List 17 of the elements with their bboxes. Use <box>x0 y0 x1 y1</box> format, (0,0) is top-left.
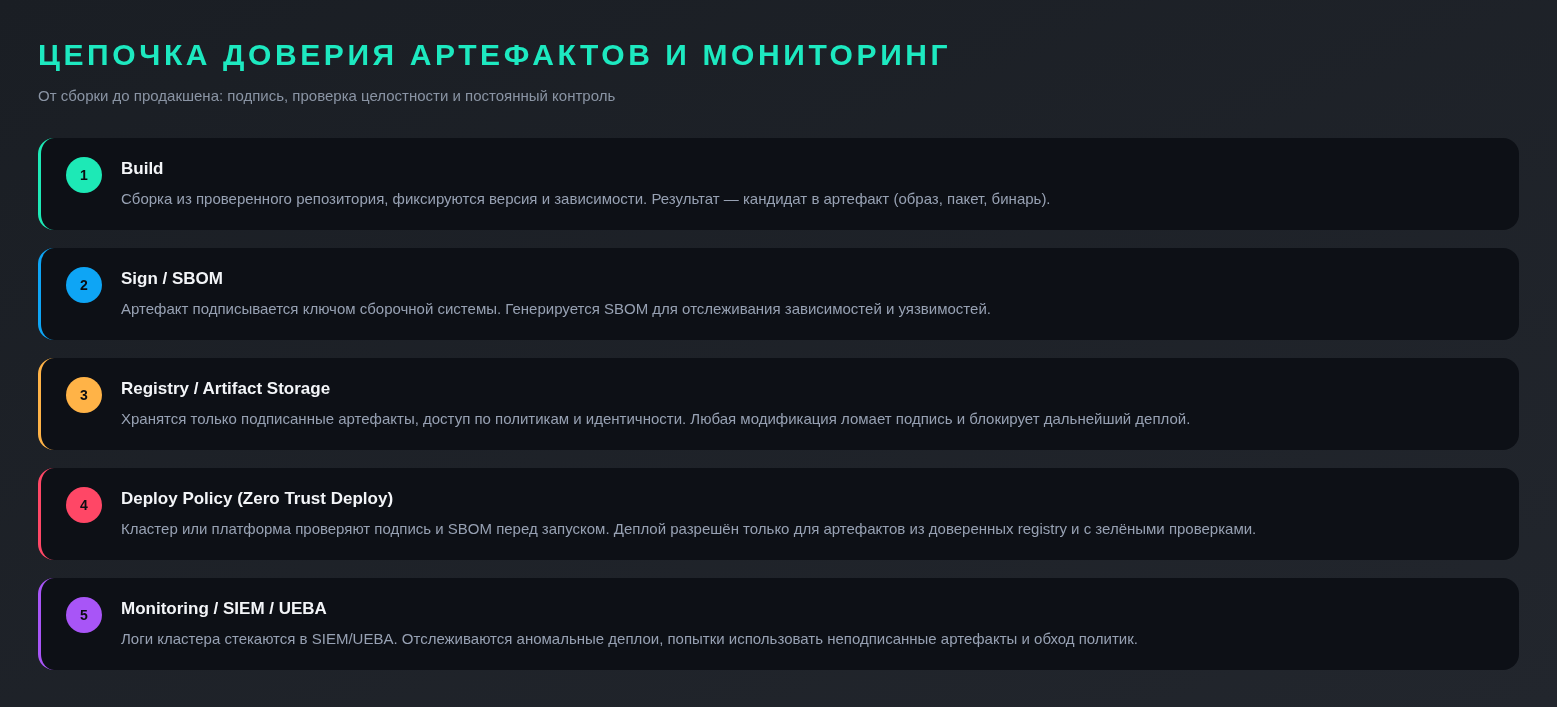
step-description: Артефакт подписывается ключом сборочной системы. Генерируется SBOM для отслеживания зависимостей и уязвимостей. <box>121 299 991 319</box>
step-title: Monitoring / SIEM / UEBA <box>121 598 327 620</box>
step-card <box>38 578 1519 670</box>
step-description: Кластер или платформа проверяют подпись и SBOM перед запуском. Деплой разрешён только для артефактов из доверенных registry и с зелёными проверками. <box>121 519 1257 539</box>
step-description: Хранятся только подписанные артефакты, доступ по политикам и идентичности. Любая модификация ломает подпись и блокирует дальнейший деплой. <box>121 409 1191 429</box>
subtitle: От сборки до продакшена: подпись, проверка целостности и постоянный контроль <box>38 86 616 106</box>
step-title: Build <box>121 158 164 180</box>
step-title: Deploy Policy (Zero Trust Deploy) <box>121 488 394 510</box>
step-description: Сборка из проверенного репозитория, фиксируются версия и зависимости. Результат — кандидат в артефакт (образ, пакет, бинарь). <box>121 189 1051 209</box>
step-card <box>38 138 1519 230</box>
step-title: Registry / Artifact Storage <box>121 378 331 400</box>
step-description: Логи кластера стекаются в SIEM/UEBA. Отслеживаются аномальные деплои, попытки использовать неподписанные артефакты и обход политик. <box>121 629 1138 649</box>
step-card <box>38 248 1519 340</box>
step-card <box>38 468 1519 560</box>
diagram-title: ЦЕПОЧКА ДОВЕРИЯ АРТЕФАКТОВ И МОНИТОРИНГ <box>38 37 952 73</box>
step-title: Sign / SBOM <box>121 268 223 290</box>
step-card <box>38 358 1519 450</box>
